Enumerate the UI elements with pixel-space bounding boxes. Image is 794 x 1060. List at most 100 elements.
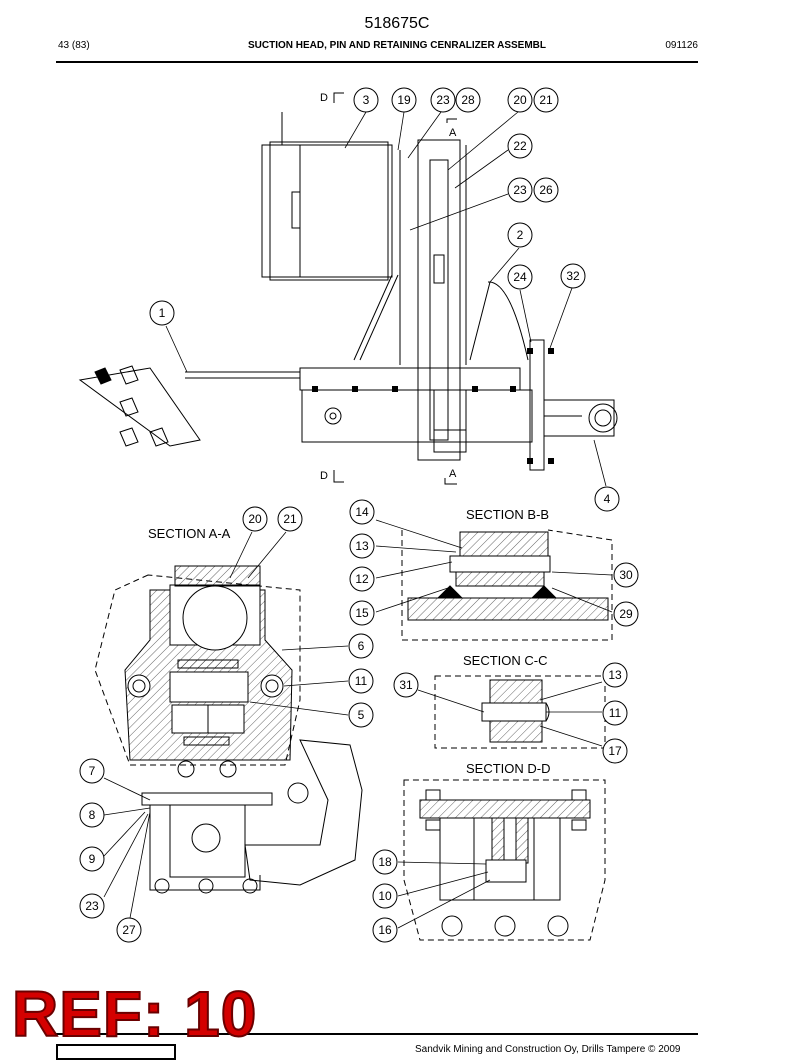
- svg-text:14: 14: [355, 505, 369, 519]
- callout-2: 2: [507, 222, 533, 248]
- svg-text:12: 12: [355, 572, 369, 586]
- callout-aa-23: 23: [79, 893, 105, 919]
- callout-aa-20: 20: [242, 506, 268, 532]
- section-cc-leaders: [417, 681, 603, 747]
- page-title: SUCTION HEAD, PIN AND RETAINING CENRALIZ…: [248, 40, 546, 51]
- section-aa-title: SECTION A-A: [148, 526, 231, 541]
- callout-24: 24: [507, 264, 533, 290]
- document-date: 091126: [665, 40, 698, 51]
- callout-5: 5: [348, 702, 374, 728]
- callout-9: 9: [79, 846, 105, 872]
- callout-23-top: 23: [430, 87, 456, 113]
- svg-text:19: 19: [397, 93, 411, 107]
- callout-26: 26: [533, 177, 559, 203]
- callout-dd-18: 18: [372, 849, 398, 875]
- svg-text:10: 10: [378, 889, 392, 903]
- callout-6: 6: [348, 633, 374, 659]
- svg-text:3: 3: [363, 93, 370, 107]
- svg-text:1: 1: [159, 306, 166, 320]
- callout-dd-16: 16: [372, 917, 398, 943]
- callout-cc-13: 13: [602, 662, 628, 688]
- svg-text:21: 21: [283, 512, 297, 526]
- svg-text:18: 18: [378, 855, 392, 869]
- page-number: 43 (83): [58, 40, 90, 51]
- svg-text:29: 29: [619, 607, 633, 621]
- svg-text:11: 11: [355, 674, 368, 688]
- callout-cc-17: 17: [602, 738, 628, 764]
- callout-28: 28: [455, 87, 481, 113]
- main-leaders: [165, 111, 607, 487]
- svg-text:23: 23: [436, 93, 450, 107]
- section-dd-view: SECTION D-D: [403, 761, 606, 941]
- svg-text:6: 6: [358, 639, 365, 653]
- svg-text:23: 23: [513, 183, 527, 197]
- callout-8: 8: [79, 802, 105, 828]
- svg-text:20: 20: [248, 512, 262, 526]
- svg-text:28: 28: [461, 93, 475, 107]
- section-cc-title: SECTION C-C: [463, 653, 548, 668]
- section-dd-leaders: [397, 861, 491, 929]
- callout-19: 19: [391, 87, 417, 113]
- svg-text:20: 20: [513, 93, 527, 107]
- footer-divider: [56, 1033, 698, 1035]
- ref-stamp: REF: 10: [11, 978, 258, 1050]
- callout-4: 4: [594, 486, 620, 512]
- callout-21: 21: [533, 87, 559, 113]
- callout-bb-15: 15: [349, 600, 375, 626]
- view-mark-a-bottom: A: [449, 468, 457, 480]
- callout-bb-12: 12: [349, 566, 375, 592]
- callout-32: 32: [560, 263, 586, 289]
- section-bb-leaders: [375, 519, 613, 613]
- svg-text:16: 16: [378, 923, 392, 937]
- svg-text:11: 11: [609, 706, 622, 720]
- svg-text:31: 31: [399, 678, 413, 692]
- callout-bb-13: 13: [349, 533, 375, 559]
- callout-cc-11: 11: [602, 700, 628, 726]
- header-divider: [56, 61, 698, 63]
- section-aa-view: SECTION A-A: [94, 526, 363, 894]
- callout-23-mid: 23: [507, 177, 533, 203]
- callout-7: 7: [79, 758, 105, 784]
- view-mark-a-top: A: [449, 127, 457, 139]
- svg-text:24: 24: [513, 270, 527, 284]
- callout-1: 1: [149, 300, 175, 326]
- view-mark-d-top: D: [320, 92, 328, 104]
- section-aa-leaders: [103, 531, 349, 919]
- svg-text:13: 13: [608, 668, 622, 682]
- section-bb-title: SECTION B-B: [466, 507, 549, 522]
- svg-text:15: 15: [355, 606, 369, 620]
- svg-text:2: 2: [517, 228, 524, 242]
- callout-3: 3: [353, 87, 379, 113]
- svg-text:7: 7: [89, 764, 96, 778]
- svg-text:27: 27: [122, 923, 136, 937]
- svg-text:32: 32: [566, 269, 580, 283]
- callout-bb-29: 29: [613, 601, 639, 627]
- main-assembly-view: [78, 112, 618, 471]
- callout-balloons: 3 19 23 28 20 21 22 23 26 2 24 32 1 4 20…: [79, 87, 639, 943]
- svg-text:5: 5: [358, 708, 365, 722]
- document-number: 518675C: [364, 15, 430, 32]
- section-cc-view: SECTION C-C: [434, 653, 606, 749]
- svg-text:23: 23: [85, 899, 99, 913]
- callout-20: 20: [507, 87, 533, 113]
- svg-text:30: 30: [619, 568, 633, 582]
- svg-text:26: 26: [539, 183, 553, 197]
- copyright-text: Sandvik Mining and Construction Oy, Dril…: [415, 1044, 681, 1055]
- callout-bb-14: 14: [349, 499, 375, 525]
- svg-text:21: 21: [539, 93, 553, 107]
- callout-27: 27: [116, 917, 142, 943]
- callout-dd-10: 10: [372, 883, 398, 909]
- callout-11: 11: [348, 668, 374, 694]
- callout-aa-21: 21: [277, 506, 303, 532]
- view-mark-d-bottom: D: [320, 470, 328, 482]
- section-dd-title: SECTION D-D: [466, 761, 551, 776]
- svg-text:17: 17: [608, 744, 622, 758]
- view-markers: D A D A: [320, 92, 457, 485]
- callout-22: 22: [507, 133, 533, 159]
- svg-text:22: 22: [513, 139, 527, 153]
- svg-text:13: 13: [355, 539, 369, 553]
- callout-bb-30: 30: [613, 562, 639, 588]
- callout-cc-31: 31: [393, 672, 419, 698]
- svg-text:9: 9: [89, 852, 96, 866]
